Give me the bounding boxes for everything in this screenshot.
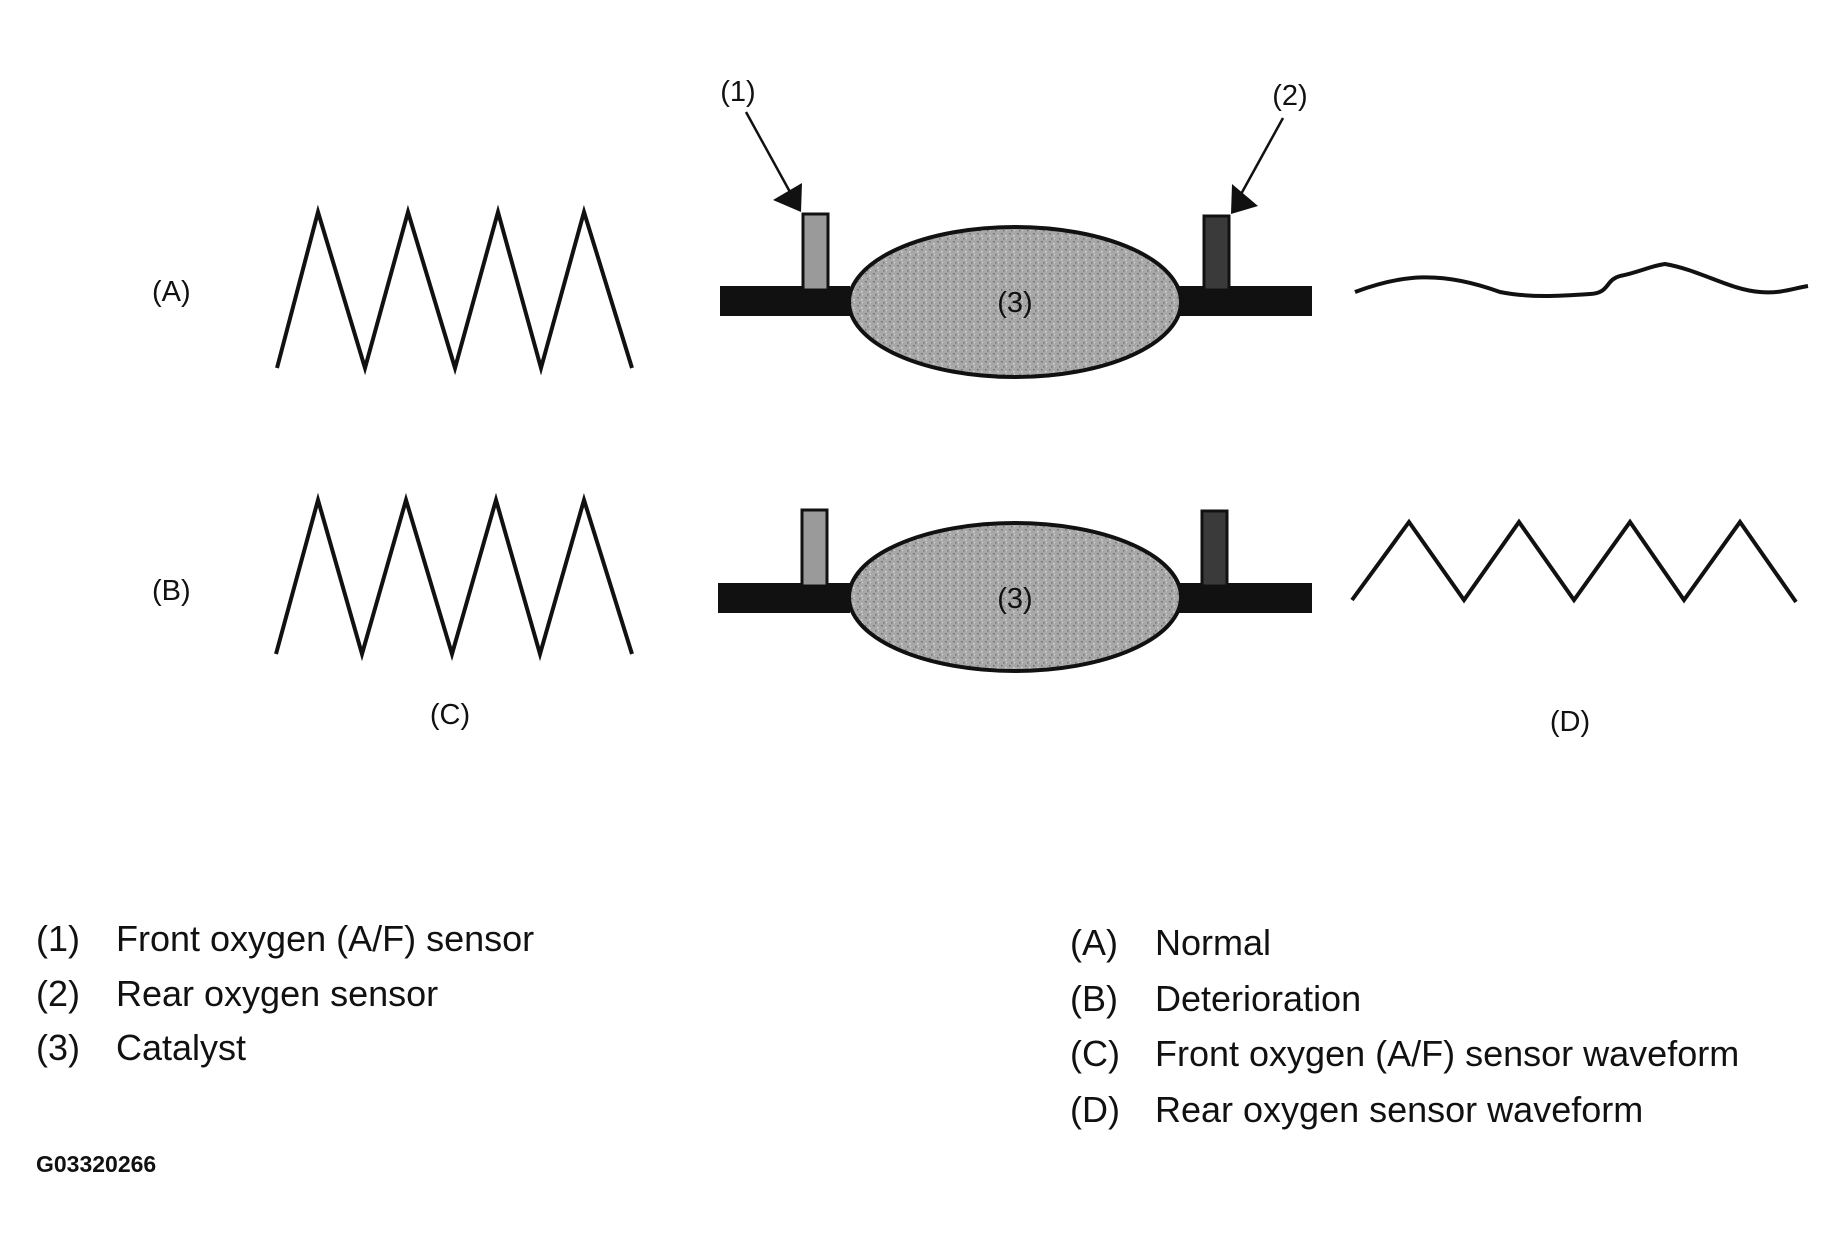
legend-code: (C) xyxy=(1070,1033,1120,1074)
rear-sensor-waveform-normal xyxy=(1354,261,1809,298)
exhaust-pipe-outlet xyxy=(1170,583,1312,613)
rear-sensor-waveform-deterioration xyxy=(1350,518,1798,604)
legend-code: (B) xyxy=(1070,978,1118,1019)
legend-states: (A) Normal (B) Deterioration (C) Front o… xyxy=(1070,922,1739,1130)
legend-code: (3) xyxy=(36,1027,80,1068)
catalyst xyxy=(847,225,1183,379)
exhaust-assembly-deterioration: (3) xyxy=(718,508,1312,673)
catalyst xyxy=(847,521,1183,673)
exhaust-pipe-inlet xyxy=(720,286,850,316)
exhaust-assembly-normal: (3) xyxy=(720,212,1312,379)
legend-code: (D) xyxy=(1070,1089,1120,1130)
legend-components: (1) Front oxygen (A/F) sensor (2) Rear o… xyxy=(36,918,534,1068)
rear-sensor-arrowhead xyxy=(1231,184,1258,214)
legend-text: Rear oxygen sensor waveform xyxy=(1155,1089,1643,1130)
front-oxygen-sensor xyxy=(800,508,829,588)
row-label-deterioration: (B) xyxy=(152,575,191,607)
figure-id: G03320266 xyxy=(36,1151,156,1177)
front-oxygen-sensor xyxy=(801,212,830,292)
row-label-normal: (A) xyxy=(152,276,191,308)
rear-waveform-label: (D) xyxy=(1550,706,1590,738)
exhaust-pipe-outlet xyxy=(1170,286,1312,316)
front-sensor-waveform-normal xyxy=(275,204,634,376)
front-waveform-label: (C) xyxy=(430,699,470,731)
catalyst-callout: (3) xyxy=(997,583,1032,615)
rear-oxygen-sensor xyxy=(1200,509,1229,588)
legend-text: Rear oxygen sensor xyxy=(116,973,438,1014)
front-sensor-waveform-deterioration xyxy=(274,492,634,662)
front-sensor-callout: (1) xyxy=(720,76,755,108)
legend-text: Deterioration xyxy=(1155,978,1361,1019)
legend-text: Front oxygen (A/F) sensor xyxy=(116,918,534,959)
legend-text: Front oxygen (A/F) sensor waveform xyxy=(1155,1033,1739,1074)
rear-sensor-callout: (2) xyxy=(1272,80,1307,112)
exhaust-pipe-inlet xyxy=(718,583,850,613)
front-sensor-leader-line xyxy=(744,111,792,193)
front-sensor-arrowhead xyxy=(773,183,802,212)
catalyst-callout: (3) xyxy=(997,287,1032,319)
legend-code: (1) xyxy=(36,918,80,959)
rear-oxygen-sensor xyxy=(1202,214,1231,292)
rear-sensor-leader-line xyxy=(1238,117,1285,197)
legend-text: Catalyst xyxy=(116,1027,246,1068)
legend-code: (A) xyxy=(1070,922,1118,963)
legend-code: (2) xyxy=(36,973,80,1014)
legend-text: Normal xyxy=(1155,922,1271,963)
